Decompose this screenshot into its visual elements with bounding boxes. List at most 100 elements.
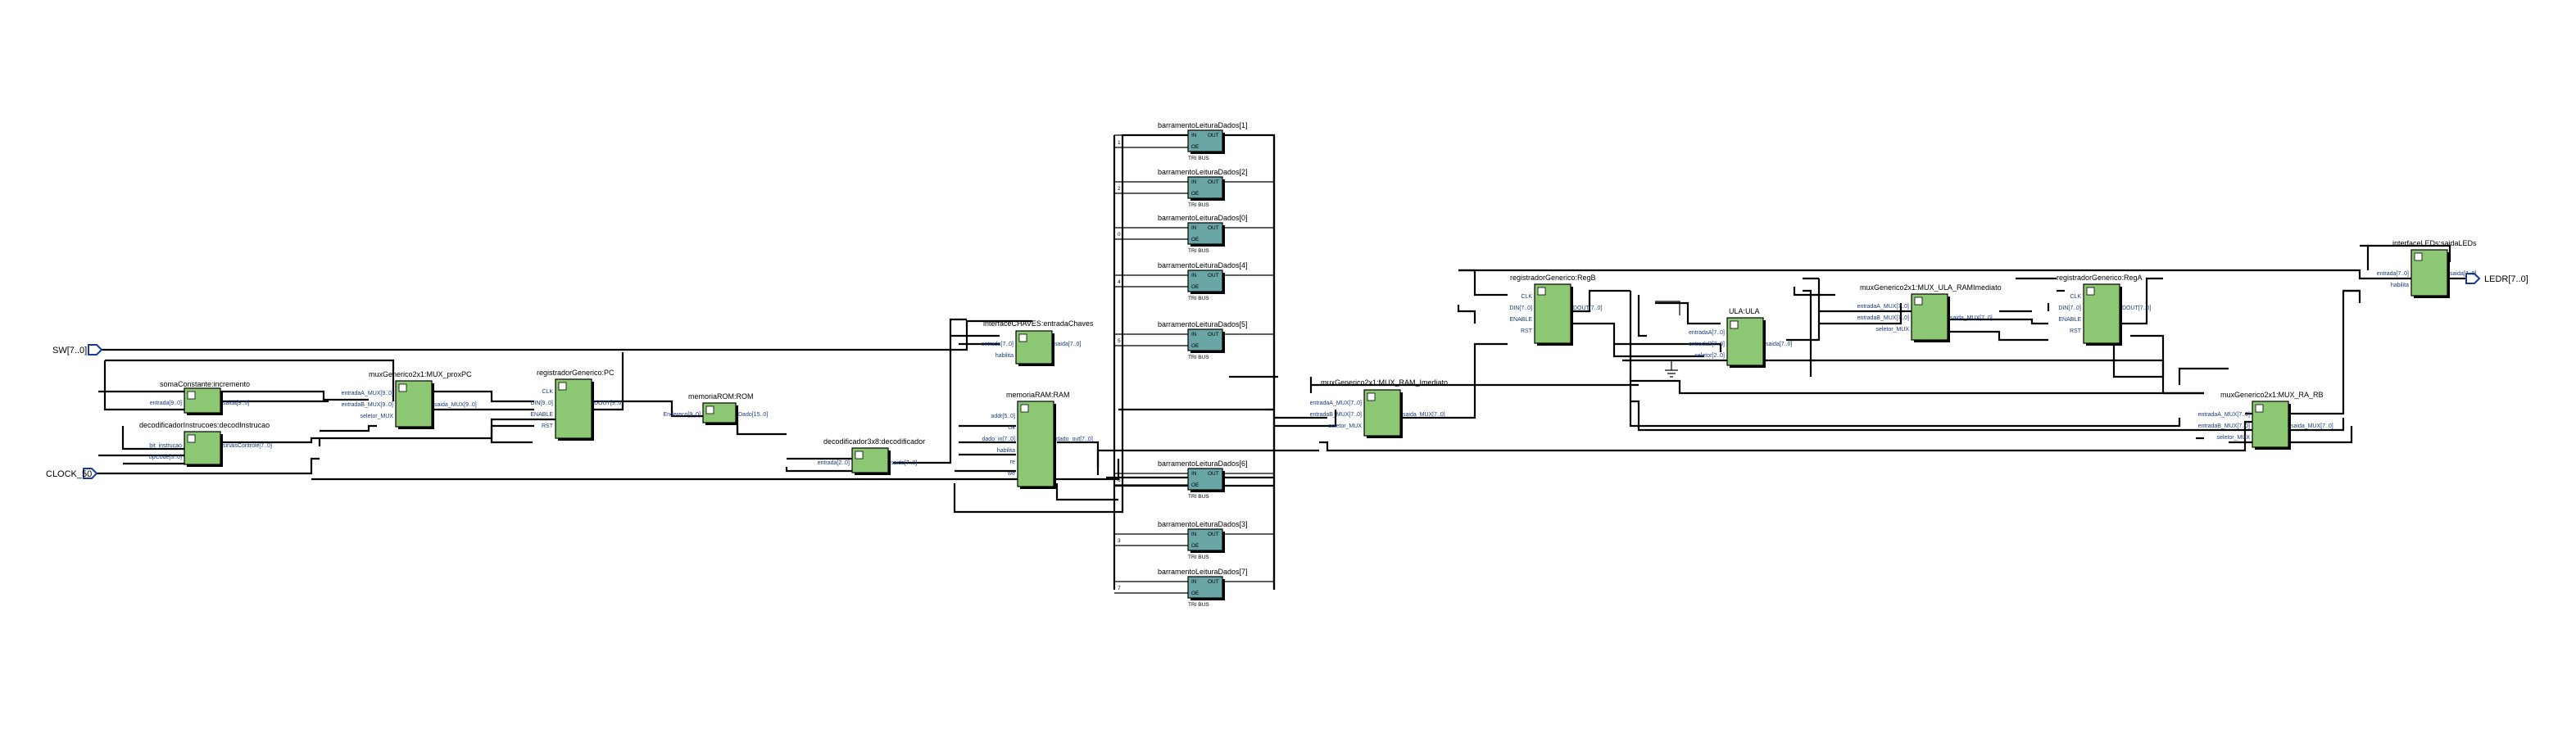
- reg-a-rst-port: RST: [2070, 328, 2082, 334]
- ch-hab-port: habilita: [995, 353, 1014, 359]
- tristate-title: barramentoLeituraDados[2]: [1158, 168, 1248, 176]
- dec-in-port: entrada[2..0]: [818, 460, 850, 466]
- tristate-in-port: IN: [1191, 579, 1197, 585]
- tristate-out-port: OUT: [1208, 133, 1219, 138]
- ula-sel-port: seletor[2..0]: [1694, 353, 1725, 359]
- led-in-port: entrada[7..0]: [2377, 271, 2409, 277]
- block-registrador-regb[interactable]: registradorGenerico:RegB CLK DIN[7..0] E…: [1509, 274, 1602, 346]
- tristate-title: barramentoLeituraDados[0]: [1158, 214, 1248, 222]
- ram-addr-port: addr[5..0]: [991, 414, 1015, 419]
- sw-label: SW[7..0]: [52, 346, 87, 355]
- tristate-buffer[interactable]: barramentoLeituraDados[1] IN OUT OE TRI BUS: [1158, 121, 1248, 161]
- wires: [88, 134, 2466, 594]
- tristate-title: barramentoLeituraDados[1]: [1158, 121, 1248, 129]
- tristate-title: barramentoLeituraDados[5]: [1158, 320, 1248, 328]
- block-decodificador3x8[interactable]: decodificador3x8:decodificador entrada[2…: [818, 437, 925, 475]
- block-mux-ra-rb[interactable]: muxGenerico2x1:MUX_RA_RB entradaA_MUX[7.…: [2198, 391, 2333, 450]
- block-interface-chaves[interactable]: interfaceCHAVES:entradaChaves entrada[7.…: [982, 319, 1094, 366]
- input-sw[interactable]: SW[7..0]: [52, 344, 103, 355]
- reg-a-clk-port: CLK: [2070, 294, 2081, 300]
- decod-in2-port: opCode[3..0]: [149, 455, 182, 460]
- pin-4: 4: [1118, 279, 1121, 285]
- led-out-port: saida[7..0]: [2450, 271, 2476, 277]
- block-mux-prox-pc[interactable]: muxGenerico2x1:MUX_proxPC entradaA_MUX[9…: [342, 370, 477, 429]
- ram-hab-port: habilita: [997, 448, 1015, 454]
- mux-ram-imed-title: muxGenerico2x1:MUX_RAM_Imediato: [1321, 378, 1448, 387]
- ram-clk-port: clk: [1008, 425, 1015, 431]
- reg-b-q-port: DOUT[7..0]: [1573, 306, 1602, 311]
- tristate-out-port: OUT: [1208, 179, 1219, 185]
- mux-rarb-a-port: entradaA_MUX[7..0]: [2198, 412, 2250, 418]
- ula-title: ULA:ULA: [1729, 307, 1760, 315]
- clock-label: CLOCK_50: [46, 469, 92, 479]
- tristate-type-label: TRI BUS: [1188, 156, 1209, 161]
- led-hab-port: habilita: [2391, 283, 2409, 288]
- leds-title: interfaceLEDs:saidaLEDs: [2392, 239, 2477, 247]
- tristate-out-port: OUT: [1208, 332, 1219, 337]
- decod-instr-title: decodificadorInstrucoes:decodInstrucao: [139, 421, 270, 429]
- block-registrador-rega[interactable]: registradorGenerico:RegA CLK DIN[7..0] E…: [2057, 274, 2151, 346]
- mux-prox-b-port: entradaB_MUX[9..0]: [342, 402, 393, 408]
- tristate-oe-port: OE: [1191, 144, 1200, 150]
- ch-in-port: entrada[7..0]: [982, 342, 1014, 347]
- ch-out-port: saida[7..0]: [1054, 342, 1081, 347]
- pin-1: 1: [1118, 140, 1121, 146]
- dec-out-port: saida[7..0]: [891, 460, 917, 466]
- block-memoria-rom[interactable]: memoriaROM:ROM Endereco[9..0] Dado[15..0…: [663, 392, 768, 425]
- ram-we-port: we: [1007, 471, 1015, 477]
- mux-ri-a-port: entradaA_MUX[7..0]: [1310, 401, 1362, 406]
- reg-pc-q-port: DOUT[9..0]: [594, 401, 623, 406]
- block-registrador-pc[interactable]: registradorGenerico:PC CLK DIN[9..0] ENA…: [530, 369, 623, 441]
- pin-5: 5: [1118, 338, 1121, 344]
- soma-title: somaConstante:incremento: [160, 380, 250, 388]
- tristate-in-port: IN: [1191, 133, 1197, 138]
- reg-pc-rst-port: RST: [542, 423, 554, 429]
- block-memoria-ram[interactable]: memoriaRAM:RAM addr[5..0] clk dado_in[7.…: [982, 391, 1093, 489]
- tristate-in-port: IN: [1191, 225, 1197, 231]
- ula-b-port: entradaB[7..0]: [1689, 342, 1725, 347]
- mux-ula-b-port: entradaB_MUX[7..0]: [1857, 315, 1909, 321]
- reg-pc-en-port: ENABLE: [530, 412, 553, 418]
- mux-ula-a-port: entradaA_MUX[7..0]: [1857, 304, 1909, 310]
- mux-prox-title: muxGenerico2x1:MUX_proxPC: [369, 370, 472, 378]
- block-interface-leds[interactable]: interfaceLEDs:saidaLEDs entrada[7..0] ha…: [2377, 239, 2477, 298]
- block-mux-ram-imediato[interactable]: muxGenerico2x1:MUX_RAM_Imediato entradaA…: [1310, 378, 1449, 438]
- tristate-oe-port: OE: [1191, 191, 1200, 197]
- pin-6: 6: [1118, 478, 1121, 483]
- tristate-out-port: OUT: [1208, 273, 1219, 278]
- input-clock[interactable]: CLOCK_50: [46, 468, 98, 479]
- tristate-in-port: IN: [1191, 273, 1197, 278]
- tristate-type-label: TRI BUS: [1188, 202, 1209, 208]
- tristate-in-port: IN: [1191, 471, 1197, 477]
- ground-icon: [1665, 360, 1678, 378]
- block-mux-ula-ramimediato[interactable]: muxGenerico2x1:MUX_ULA_RAMImediato entra…: [1857, 283, 2002, 342]
- tristate-in-port: IN: [1191, 332, 1197, 337]
- output-ledr[interactable]: LEDR[7..0]: [2465, 273, 2528, 284]
- tristate-oe-port: OE: [1191, 237, 1200, 242]
- tristate-title: barramentoLeituraDados[3]: [1158, 520, 1248, 528]
- reg-a-d-port: DIN[7..0]: [2058, 306, 2081, 311]
- block-decod-instrucoes[interactable]: decodificadorInstrucoes:decodInstrucao b…: [139, 421, 272, 467]
- block-ula[interactable]: ULA:ULA entradaA[7..0] entradaB[7..0] se…: [1689, 307, 1792, 368]
- reg-pc-title: registradorGenerico:PC: [537, 369, 615, 377]
- pin-2: 2: [1118, 186, 1121, 192]
- decod3x8-title: decodificador3x8:decodificador: [823, 437, 925, 446]
- mux-rarb-sel-port: seletor_MUX: [2217, 435, 2251, 441]
- soma-in-port: entrada[9..0]: [150, 401, 182, 406]
- tristate-in-port: IN: [1191, 532, 1197, 537]
- mux-ula-out-port: saida_MUX[7..0]: [1950, 315, 1993, 321]
- pin-0: 0: [1118, 232, 1121, 238]
- block-soma-constante[interactable]: somaConstante:incremento entrada[9..0] s…: [150, 380, 250, 415]
- ula-a-port: entradaA[7..0]: [1689, 330, 1725, 336]
- mux-rarb-title: muxGenerico2x1:MUX_RA_RB: [2220, 391, 2324, 399]
- mux-prox-out-port: saida_MUX[9..0]: [434, 402, 477, 408]
- tristate-type-label: TRI BUS: [1188, 248, 1209, 254]
